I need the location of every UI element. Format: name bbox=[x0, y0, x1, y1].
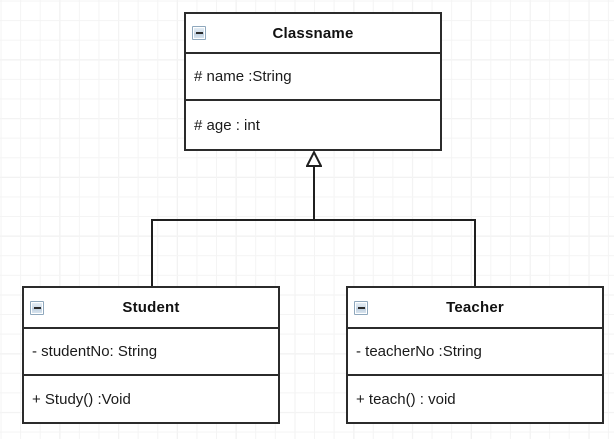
uml-operations-classname: # age : int bbox=[186, 101, 440, 149]
uml-class-classname[interactable]: Classname # name :String # age : int bbox=[184, 12, 442, 151]
uml-operations-student: + Study() :Void bbox=[24, 376, 278, 422]
generalization-branch-teacher bbox=[474, 219, 476, 287]
generalization-stem bbox=[313, 165, 315, 220]
minus-box-icon[interactable] bbox=[30, 300, 44, 315]
uml-class-title-classname: Classname bbox=[272, 24, 354, 42]
uml-attribute: - studentNo: String bbox=[32, 343, 158, 360]
uml-class-header-student: Student bbox=[24, 288, 278, 329]
generalization-branch-student bbox=[151, 219, 153, 287]
minus-box-icon[interactable] bbox=[192, 26, 206, 40]
uml-operation: + Study() :Void bbox=[32, 390, 131, 408]
uml-class-student[interactable]: Student - studentNo: String + Study() :V… bbox=[22, 286, 280, 424]
uml-class-title-teacher: Teacher bbox=[446, 299, 504, 316]
uml-operation: # age : int bbox=[194, 116, 260, 134]
uml-attribute: - teacherNo :String bbox=[356, 343, 482, 360]
uml-attributes-student: - studentNo: String bbox=[24, 329, 278, 376]
uml-attributes-teacher: - teacherNo :String bbox=[348, 329, 602, 376]
minus-box-icon[interactable] bbox=[354, 300, 368, 315]
uml-attributes-classname: # name :String bbox=[186, 54, 440, 101]
uml-attribute: # name :String bbox=[194, 68, 292, 85]
uml-class-header-classname: Classname bbox=[186, 14, 440, 54]
uml-class-teacher[interactable]: Teacher - teacherNo :String + teach() : … bbox=[346, 286, 604, 424]
uml-operation: + teach() : void bbox=[356, 390, 456, 408]
generalization-crossbar bbox=[151, 219, 476, 221]
uml-class-title-student: Student bbox=[122, 299, 180, 316]
uml-class-header-teacher: Teacher bbox=[348, 288, 602, 329]
uml-operations-teacher: + teach() : void bbox=[348, 376, 602, 422]
